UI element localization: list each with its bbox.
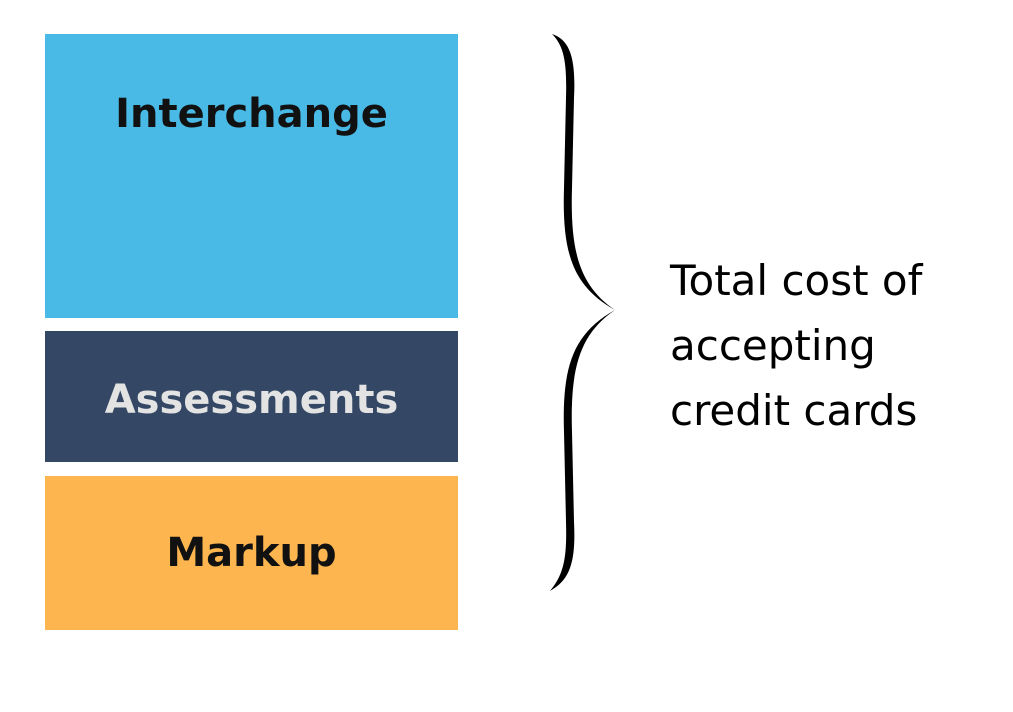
interchange-block: Interchange — [45, 34, 458, 318]
assessments-label: Assessments — [104, 376, 399, 423]
curly-brace-icon — [550, 34, 615, 591]
markup-block: Markup — [45, 476, 458, 630]
total-cost-line-3: credit cards — [670, 386, 918, 435]
interchange-label: Interchange — [115, 91, 388, 137]
markup-label: Markup — [166, 530, 337, 576]
brace-shape — [550, 34, 615, 591]
total-cost-label: Total cost of accepting credit cards — [670, 248, 990, 443]
total-cost-line-2: accepting — [670, 321, 876, 370]
assessments-block: Assessments — [45, 331, 458, 462]
total-cost-line-1: Total cost of — [670, 256, 923, 305]
